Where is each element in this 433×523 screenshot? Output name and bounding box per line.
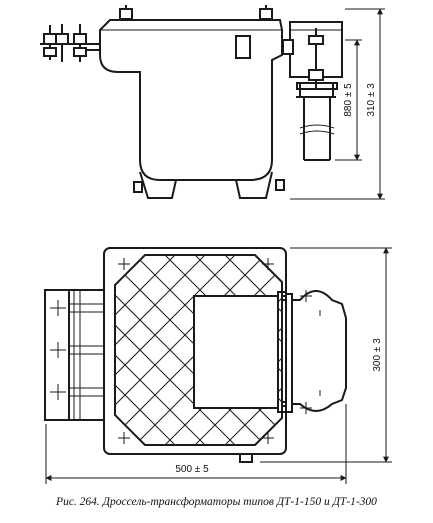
figure-caption: Рис. 264. Дроссель-трансформаторы типов … (56, 496, 377, 508)
hatch-line (410, 200, 433, 500)
left-terminals (44, 289, 105, 421)
insulator (296, 82, 338, 161)
top-bolt (259, 5, 273, 20)
hatch-line (0, 200, 50, 500)
front-view: 880 ± 5 310 ± 3 (40, 5, 385, 200)
top-bolt (119, 5, 133, 20)
hatch-line (115, 255, 282, 445)
side-box (282, 21, 343, 88)
hatch-line (0, 200, 20, 500)
hatch-line (380, 200, 433, 500)
hatch-line (350, 200, 433, 500)
hatch-line (115, 255, 282, 445)
hatch-line (380, 200, 433, 500)
top-view: 300 ± 3 500 ± 5 (0, 200, 433, 500)
dim-height-880: 880 ± 5 (343, 83, 354, 117)
dim-depth-300: 300 ± 3 (372, 338, 383, 372)
hatch-line (0, 200, 20, 500)
dim-width-500: 500 ± 5 (175, 464, 209, 475)
hatch-line (0, 200, 50, 500)
hatch-line (350, 200, 433, 500)
dim-height-310: 310 ± 3 (366, 83, 377, 117)
hatch-line (290, 200, 433, 500)
hatch-line (410, 200, 433, 500)
left-terminal-block (40, 24, 100, 62)
hatch-line (290, 200, 433, 500)
